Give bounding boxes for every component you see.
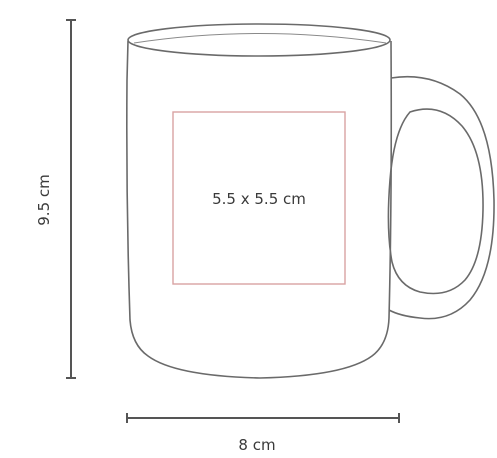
mug-handle-inner: [387, 108, 484, 295]
mug-rim: [127, 23, 391, 57]
print-area-box: [172, 111, 346, 285]
print-area: 5.5 x 5.5 cm: [172, 111, 346, 285]
height-dimension: 9.5 cm: [35, 19, 76, 379]
print-area-label: 5.5 x 5.5 cm: [212, 190, 306, 208]
height-label: 9.5 cm: [35, 174, 53, 225]
mug-handle-outer: [388, 75, 495, 320]
width-dimension: 8 cm: [126, 413, 400, 454]
mug-rim-inner: [133, 33, 387, 44]
mug: [126, 23, 495, 379]
mug-body: [126, 40, 393, 379]
width-label: 8 cm: [238, 436, 275, 454]
